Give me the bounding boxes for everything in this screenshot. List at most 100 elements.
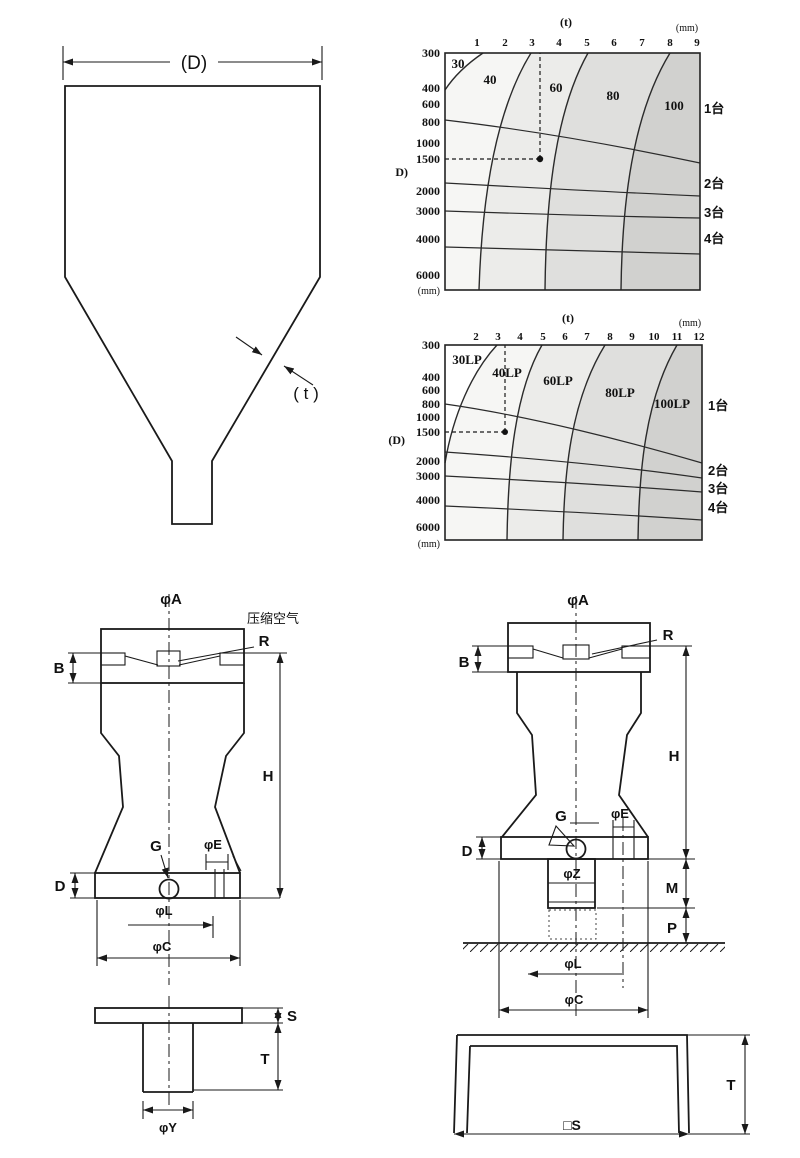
dim-d: D (55, 878, 66, 895)
dim-r: R (663, 627, 674, 644)
curve-label: 60 (550, 80, 563, 95)
x-tick: 10 (649, 331, 661, 343)
top-axis-label: (t) (560, 15, 572, 29)
count-curve-2 (444, 451, 703, 479)
machine-count-label: 4台 (704, 231, 724, 246)
valve-block (562, 644, 590, 660)
dim-h: H (669, 748, 680, 765)
dim-phi-l: φL (564, 956, 581, 971)
machine-count-label: 3台 (708, 481, 728, 496)
y-tick: 400 (422, 370, 440, 384)
diaphragm-line (532, 648, 564, 659)
curve-60lp (562, 344, 606, 541)
body-profile-left (501, 672, 537, 838)
body-profile-right (618, 672, 649, 838)
y-tick: 4000 (416, 493, 440, 507)
x-tick: 7 (584, 331, 590, 343)
y-tick: 1500 (416, 425, 440, 439)
leader-flag (548, 824, 576, 847)
air-inlet-g (158, 878, 180, 900)
left-axis-label: (D) (388, 433, 405, 447)
x-tick: 11 (672, 331, 682, 343)
dim-phi-a: φA (160, 591, 182, 608)
top-axis-unit: (mm) (676, 23, 698, 34)
x-tick: 5 (540, 331, 546, 343)
piston-seat-right (219, 652, 245, 666)
body-profile-left (94, 683, 124, 874)
dim-g: G (150, 838, 162, 855)
y-tick: 300 (422, 338, 440, 352)
x-tick: 3 (495, 331, 501, 343)
leader-line (591, 639, 658, 655)
curve-label: 40LP (492, 365, 522, 380)
y-tick: 600 (422, 97, 440, 111)
thickness-arrow (235, 336, 263, 356)
x-tick: 6 (611, 37, 617, 49)
curve-60 (544, 52, 589, 291)
curve-80lp (637, 344, 678, 541)
dim-phi-y: φY (159, 1120, 177, 1135)
dim-phi-a: φA (567, 592, 589, 609)
curve-label: 80LP (605, 385, 635, 400)
count-curve-3 (444, 475, 703, 493)
dim-phi-e: φE (611, 806, 629, 821)
band-100 (621, 53, 700, 290)
y-tick: 1500 (416, 152, 440, 166)
diaphragm-line (124, 655, 159, 666)
dim-d: D (462, 843, 473, 860)
bracket-drawing-right: □S T (453, 1034, 750, 1138)
x-tick: 3 (529, 37, 535, 49)
example-point (502, 429, 508, 435)
mounting-plate (94, 1007, 243, 1024)
y-tick: 800 (422, 397, 440, 411)
dim-t: T (726, 1077, 735, 1094)
top-axis-label: (t) (562, 311, 574, 325)
curve-label: 80 (607, 88, 620, 103)
y-tick: 2000 (416, 184, 440, 198)
left-axis-label: D) (395, 165, 408, 179)
curve-label: 30 (452, 56, 465, 71)
selection-chart-lp: (t) (mm) 2 3 4 5 6 7 8 9 10 11 12 300 40… (388, 311, 728, 550)
leader-line (177, 646, 255, 662)
machine-count-label: 2台 (704, 176, 724, 191)
curve-30lp (444, 344, 498, 464)
y-tick: 600 (422, 383, 440, 397)
count-curve-4 (444, 246, 701, 255)
dim-phi-z: φZ (563, 866, 580, 881)
dim-b: B (459, 654, 470, 671)
count-curve-4 (444, 505, 703, 521)
x-tick: 2 (473, 331, 479, 343)
y-tick: 400 (422, 81, 440, 95)
count-curve-1 (444, 403, 703, 464)
dim-h: H (263, 768, 274, 785)
x-tick: 9 (694, 37, 700, 49)
x-tick: 9 (629, 331, 635, 343)
piston-seat-right (621, 645, 651, 659)
hopper-width-label: (D) (181, 53, 207, 74)
dim-phi-e: φE (204, 837, 222, 852)
selection-chart-standard: (t) (mm) 1 2 3 4 5 6 7 8 9 300 400 600 8… (395, 15, 724, 297)
dim-g: G (555, 808, 567, 825)
top-cap (507, 622, 651, 673)
curve-30 (444, 52, 484, 91)
top-cap (100, 628, 245, 684)
knocker-drawing-left: φA 压缩空气 R B D H G φE φL (54, 591, 299, 985)
x-tick: 5 (584, 37, 590, 49)
ground-hatch (463, 944, 725, 952)
dim-m: M (666, 880, 679, 897)
x-tick: 6 (562, 331, 568, 343)
knocker-drawing-right: φA R B D G φE H φZ (459, 592, 725, 1018)
dim-square-s: □S (563, 1117, 581, 1133)
curve-label: 100LP (654, 396, 690, 411)
y-tick: 800 (422, 115, 440, 129)
y-tick: 300 (422, 46, 440, 60)
diaphragm-line (178, 655, 221, 666)
y-tick: 3000 (416, 204, 440, 218)
hopper-outline (64, 85, 321, 525)
bracket-drawing-left: S T φY (94, 996, 297, 1135)
y-tick: 6000 (416, 268, 440, 282)
curve-40lp (506, 344, 543, 541)
compressed-air-label: 压缩空气 (247, 611, 299, 626)
